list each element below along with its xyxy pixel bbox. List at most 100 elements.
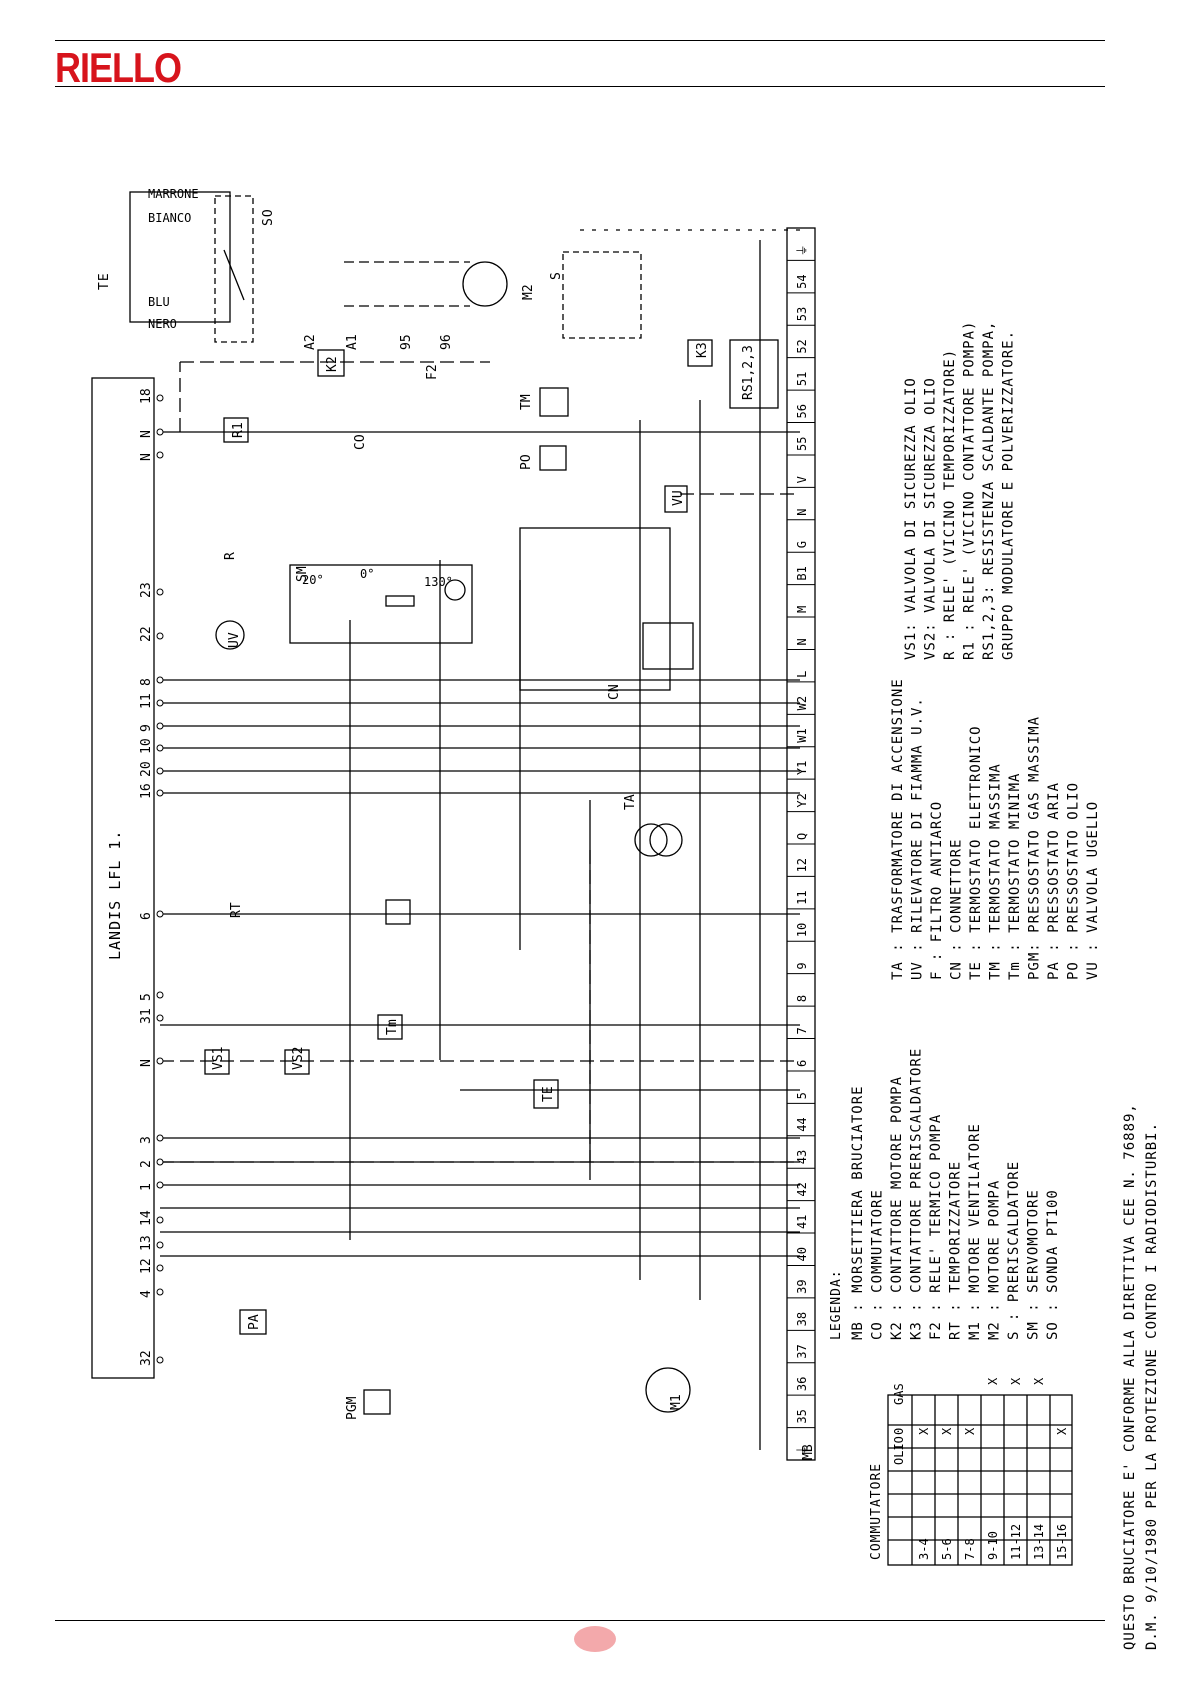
landis-terminal-dot: [156, 1181, 164, 1189]
header-rule-top: [55, 40, 1105, 41]
note-line-2: D.M. 9/10/1980 PER LA PROTEZIONE CONTRO …: [1144, 1122, 1160, 1650]
component-label: VS1: [211, 1047, 226, 1070]
landis-terminal: 10: [139, 738, 154, 754]
terminal-label: Y1: [795, 761, 809, 775]
legend-entry: VS1: VALVOLA DI SICUREZZA OLIO: [903, 377, 919, 660]
component-label: PO: [519, 454, 534, 470]
legend-entry: RT : TEMPORIZZATORE: [948, 1161, 964, 1340]
component-label: 95: [399, 334, 414, 350]
legend-entry: S : PRERISCALDATORE: [1006, 1161, 1022, 1340]
commutatore-olio: X: [963, 1427, 977, 1435]
component-label: TM: [519, 394, 534, 410]
legend-entry: K2 : CONTATTORE MOTORE POMPA: [889, 1076, 905, 1340]
terminal-label: 54: [795, 274, 809, 288]
terminal-label: L: [795, 671, 809, 678]
landis-terminal-dot: [156, 676, 164, 684]
terminal-label: G: [795, 541, 809, 548]
landis-terminal: 6: [139, 912, 154, 920]
terminal-label: 35: [795, 1409, 809, 1423]
legend-entry: CO : COMMUTATORE: [870, 1189, 886, 1340]
landis-terminal: 22: [139, 626, 154, 642]
terminal-label: ⏚: [795, 244, 809, 256]
terminal-label: 11: [795, 890, 809, 904]
commutatore-contact: 9-10: [986, 1531, 1000, 1560]
landis-terminal: 2: [139, 1160, 154, 1168]
terminal-label: 55: [795, 436, 809, 450]
legend-entry: RS1,2,3: RESISTENZA SCALDANTE POMPA,: [981, 321, 997, 660]
landis-terminal-dot: [156, 1014, 164, 1022]
landis-terminal-dot: [156, 991, 164, 999]
te-label: TE: [97, 272, 112, 290]
component-label: A2: [303, 334, 318, 350]
landis-terminal: 20: [139, 761, 154, 777]
commutatore-header: GAS: [892, 1383, 906, 1405]
probe-wire-label: NERO: [148, 317, 177, 331]
landis-terminal-dot: [156, 789, 164, 797]
terminal-label: 38: [795, 1312, 809, 1326]
legend-entry: M2 : MOTORE POMPA: [987, 1180, 1003, 1340]
landis-terminal-dot: [156, 1158, 164, 1166]
component-label: TA: [623, 794, 638, 810]
landis-terminal: 4: [139, 1290, 154, 1298]
landis-terminal-dot: [156, 722, 164, 730]
component-label: PGM: [345, 1396, 360, 1420]
commutatore-contact: 5-6: [940, 1538, 954, 1560]
landis-terminal-dot: [156, 428, 164, 436]
commutatore-header: 0: [892, 1428, 906, 1435]
commutatore-olio: X: [917, 1427, 931, 1435]
terminal-label: 56: [795, 404, 809, 418]
landis-label: LANDIS LFL 1.: [106, 830, 124, 960]
component-label: PA: [247, 1314, 262, 1330]
commutatore-olio: X: [940, 1427, 954, 1435]
commutatore-contact: 3-4: [917, 1538, 931, 1560]
legend-entry: MB : MORSETTIERA BRUCIATORE: [850, 1085, 866, 1340]
landis-terminal-dot: [156, 699, 164, 707]
landis-terminal: 8: [139, 678, 154, 686]
sm-angle: 130°: [424, 575, 453, 589]
component-label: A1: [345, 334, 360, 350]
legend-entry: K3 : CONTATTORE PRERISCALDATORE: [909, 1048, 925, 1340]
landis-terminal: 32: [139, 1350, 154, 1366]
component-label: S: [549, 272, 564, 280]
landis-terminal: 31: [139, 1008, 154, 1024]
legend-entry: GRUPPO MODULATORE E POLVERIZZATORE.: [1001, 330, 1017, 660]
component-label: F2: [425, 364, 440, 380]
terminal-label: 9: [795, 962, 809, 969]
landis-terminal: N: [139, 453, 154, 461]
legend-entry: PA : PRESSOSTATO ARIA: [1046, 782, 1062, 980]
terminal-label: N: [795, 509, 809, 516]
legend-entry: UV : RILEVATORE DI FIAMMA U.V.: [910, 697, 926, 980]
component-label: RS1,2,3: [741, 345, 756, 400]
landis-terminal-dot: [156, 1057, 164, 1065]
terminal-label: M: [795, 606, 809, 613]
commutatore-contact: 13-14: [1032, 1524, 1046, 1560]
landis-terminal: 14: [139, 1210, 154, 1226]
terminal-label: Y2: [795, 793, 809, 807]
component-label: SM: [295, 566, 310, 582]
landis-terminal-dot: [156, 767, 164, 775]
footer-rule: [55, 1620, 1105, 1621]
terminal-label: 44: [795, 1117, 809, 1131]
sm-angle: 20°: [302, 573, 324, 587]
landis-terminal: 18: [139, 388, 154, 404]
landis-terminal-dot: [156, 1134, 164, 1142]
terminal-label: 8: [795, 995, 809, 1002]
landis-terminal-dot: [156, 910, 164, 918]
landis-terminal-dot: [156, 1288, 164, 1296]
legend-entry: TE : TERMOSTATO ELETTRONICO: [968, 725, 984, 980]
component-label: 96: [439, 334, 454, 350]
terminal-label: W2: [795, 696, 809, 710]
commutatore-header: OLIO: [892, 1436, 906, 1465]
landis-terminal-dot: [156, 588, 164, 596]
component-label: K2: [325, 356, 340, 372]
landis-terminal: 16: [139, 783, 154, 799]
landis-terminal-dot: [156, 1216, 164, 1224]
header-rule-bottom: [55, 86, 1105, 87]
terminal-label: 12: [795, 858, 809, 872]
component-label: MB: [801, 1444, 816, 1460]
landis-terminal-dot: [156, 632, 164, 640]
terminal-label: 6: [795, 1060, 809, 1067]
component-label: K3: [695, 342, 710, 358]
landis-terminal-dot: [156, 744, 164, 752]
probe-wire-label: MARRONE: [148, 187, 199, 201]
